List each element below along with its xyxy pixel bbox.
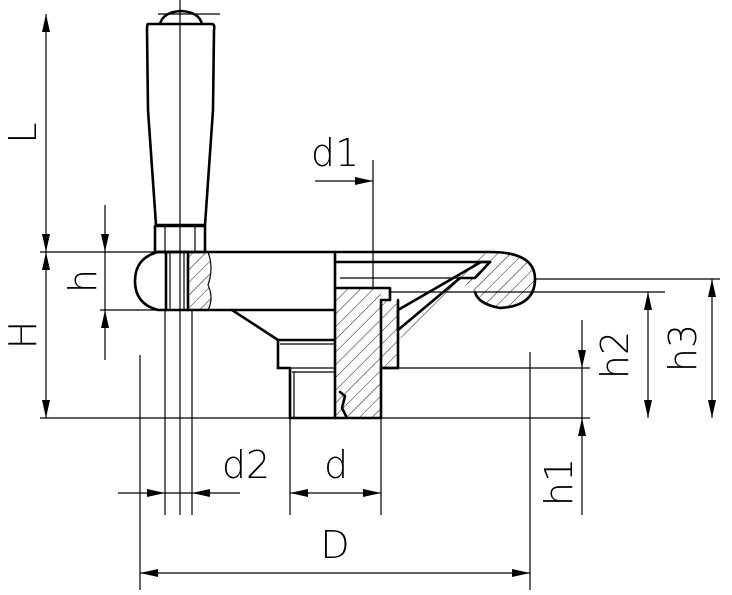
- label-h2: h2: [593, 331, 637, 379]
- label-L: L: [1, 122, 45, 143]
- label-d2: d2: [222, 443, 270, 487]
- extension-lines: [40, 0, 720, 590]
- dimension-labels: L d1 h H h2 h3 d2 d h1 D: [1, 122, 705, 567]
- label-H: H: [1, 321, 45, 350]
- handwheel-body: [133, 250, 537, 420]
- label-D: D: [320, 523, 349, 567]
- label-d1: d1: [311, 131, 359, 175]
- label-d: d: [324, 443, 348, 487]
- label-h1: h1: [537, 458, 581, 506]
- label-h3: h3: [661, 324, 705, 372]
- label-h: h: [61, 269, 105, 293]
- dimension-lines: [42, 14, 716, 577]
